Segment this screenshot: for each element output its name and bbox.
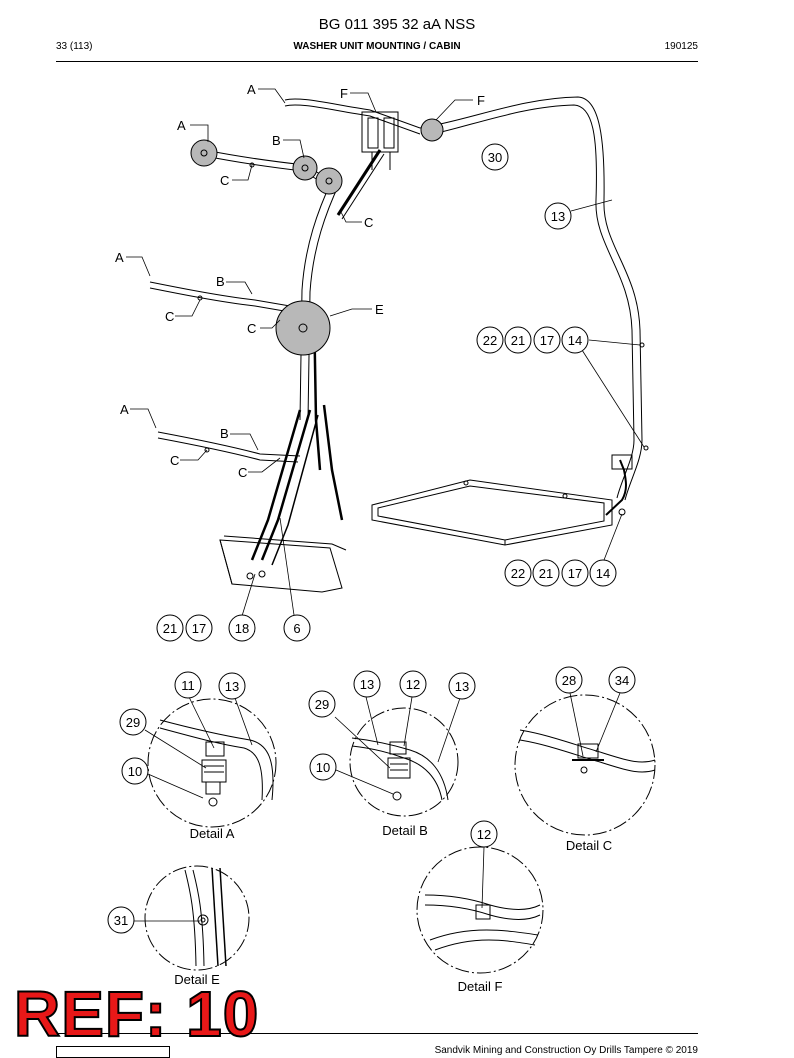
callout-21-top: 21	[511, 333, 525, 348]
callout-31: 31	[114, 913, 128, 928]
callout-10-detail-b: 10	[316, 760, 330, 775]
section-title: WASHER UNIT MOUNTING / CABIN	[293, 41, 461, 52]
detail-b-circle	[349, 707, 459, 817]
detail-f-circle	[416, 846, 544, 974]
footer-divider	[56, 1033, 698, 1034]
callout-13-detail-a: 13	[225, 679, 239, 694]
callout-11: 11	[181, 678, 195, 693]
label-f-2: F	[477, 93, 485, 108]
label-c-6: C	[238, 465, 247, 480]
callout-14-top: 14	[568, 333, 582, 348]
label-b-2: B	[216, 274, 225, 289]
callout-6: 6	[293, 621, 300, 636]
document-title: BG 011 395 32 aA NSS	[318, 16, 476, 33]
callout-22-bottom: 22	[511, 566, 525, 581]
caption-detail-c: Detail C	[566, 838, 612, 853]
header-divider	[56, 61, 698, 62]
callout-22-top: 22	[483, 333, 497, 348]
callout-12-detail-f: 12	[477, 827, 491, 842]
callout-17-motor: 17	[192, 621, 206, 636]
caption-detail-f: Detail F	[458, 979, 503, 994]
callout-10-detail-a: 10	[128, 764, 142, 779]
label-c-3: C	[165, 309, 174, 324]
reference-stamp: REF: 10	[13, 978, 260, 1050]
callout-18: 18	[235, 621, 249, 636]
callout-21-bottom: 21	[539, 566, 553, 581]
detail-e-circle	[144, 865, 250, 971]
callout-29-detail-a: 29	[126, 715, 140, 730]
caption-detail-e: Detail E	[174, 972, 220, 987]
label-e: E	[375, 302, 384, 317]
callout-30: 30	[488, 150, 502, 165]
detail-c-circle	[514, 694, 656, 836]
hose-13	[419, 96, 643, 501]
page-number: 33 (113)	[56, 41, 93, 52]
label-f-1: F	[340, 86, 348, 101]
callout-14-bottom: 14	[596, 566, 610, 581]
detail-a-circle	[147, 698, 277, 828]
label-c-2: C	[364, 215, 373, 230]
label-a-1: A	[247, 82, 256, 97]
callout-12-detail-b: 12	[406, 677, 420, 692]
label-b-3: B	[220, 426, 229, 441]
label-c-4: C	[247, 321, 256, 336]
footer-copyright: Sandvik Mining and Construction Oy Drill…	[434, 1045, 698, 1056]
label-a-3: A	[115, 250, 124, 265]
label-a-4: A	[120, 402, 129, 417]
callout-29-detail-b: 29	[315, 697, 329, 712]
callout-17-bottom: 17	[568, 566, 582, 581]
caption-detail-b: Detail B	[382, 823, 428, 838]
callout-13: 13	[551, 209, 565, 224]
label-c-1: C	[220, 173, 229, 188]
document-code: 190125	[664, 41, 698, 52]
callout-34: 34	[615, 673, 629, 688]
callout-21-motor: 21	[163, 621, 177, 636]
callout-13-detail-b-right: 13	[455, 679, 469, 694]
callout-28: 28	[562, 673, 576, 688]
label-b-1: B	[272, 133, 281, 148]
caption-detail-a: Detail A	[190, 826, 235, 841]
label-c-5: C	[170, 453, 179, 468]
callout-17-top: 17	[540, 333, 554, 348]
label-a-2: A	[177, 118, 186, 133]
callout-13-detail-b-left: 13	[360, 677, 374, 692]
